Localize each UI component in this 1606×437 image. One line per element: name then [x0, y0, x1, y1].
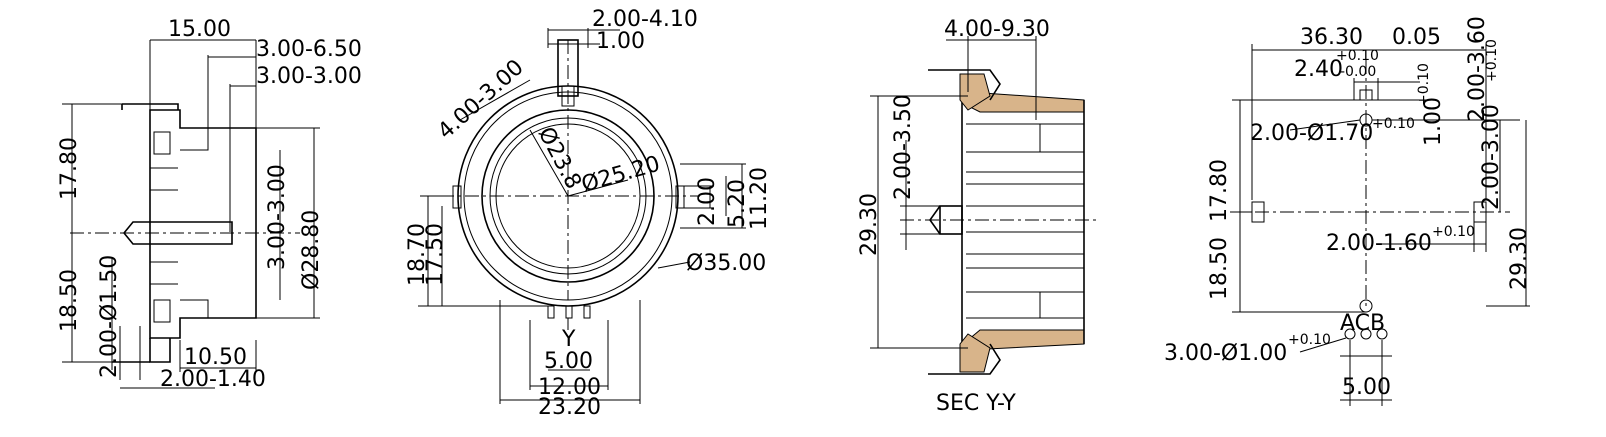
dim-pcb-2-300: 2.00-3.00 [1479, 104, 1504, 210]
dim-pcb-2930: 29.30 [1507, 227, 1532, 290]
tol-pcb-2-360: +0.10 [1484, 39, 1500, 82]
dim-side-1780: 17.80 [57, 137, 82, 200]
tol-pcb-100: +0.10 [1416, 63, 1432, 106]
dim-front-500: 5.00 [544, 349, 593, 374]
dim-front-2-410: 2.00-4.10 [592, 7, 698, 32]
dim-front-2320: 23.20 [538, 395, 601, 420]
dim-sec-2-350: 2.00-3.50 [891, 94, 916, 200]
dim-front-3500: Ø35.00 [686, 251, 766, 276]
dim-front-238: Ø23.8 [533, 123, 586, 193]
dim-front-1750: 17.50 [423, 223, 448, 286]
dim-pcb-2-160: 2.00-1.60 [1326, 231, 1432, 256]
pcb-pin-labels: ACB [1340, 311, 1385, 336]
dim-pcb-3630: 36.30 [1300, 25, 1363, 50]
dim-pcb-3-100: 3.00-Ø1.00 [1164, 341, 1287, 366]
tol-pcb-3-100: +0.10 [1288, 332, 1331, 348]
dim-sec-4-930: 4.00-9.30 [944, 17, 1050, 42]
section-view: 4.00-9.30 2.00-3.50 29.30 SEC Y-Y [857, 17, 1100, 416]
dim-side-2-140: 2.00-1.40 [160, 367, 266, 392]
dim-front-1870: 18.70 [405, 223, 430, 286]
dim-front-100: 1.00 [596, 29, 645, 54]
front-view: 2.00-4.10 1.00 4.00-3.00 Ø23.8 Ø25.20 2.… [405, 7, 772, 420]
dim-pcb-2-170: 2.00-Ø1.70 [1250, 121, 1373, 146]
dim-side-1050: 10.50 [184, 345, 247, 370]
dim-pcb-240: 2.40 [1294, 57, 1343, 82]
dim-sec-2930: 29.30 [857, 193, 882, 256]
dim-side-1850: 18.50 [57, 269, 82, 332]
tol-pcb-2-170: +0.10 [1372, 116, 1415, 132]
dim-side-3-650: 3.00-6.50 [256, 37, 362, 62]
dim-front-1200: 12.00 [538, 375, 601, 400]
dim-side-3-300v: 3.00-3.00 [265, 164, 290, 270]
tol-pcb-240-minus: -0.00 [1340, 64, 1376, 80]
dim-front-1120: 11.20 [747, 167, 772, 230]
section-title: SEC Y-Y [936, 391, 1016, 416]
dim-front-200: 2.00 [695, 177, 720, 226]
tol-pcb-2-160: +0.10 [1432, 224, 1475, 240]
dim-pcb-500: 5.00 [1342, 375, 1391, 400]
pcb-layout: 36.30 0.05 2.40 +0.10 -0.00 1.00 +0.10 2… [1164, 16, 1532, 406]
dim-pcb-100: 1.00 [1421, 97, 1446, 146]
tol-pcb-3630: 0.05 [1392, 25, 1441, 50]
dim-side-2-150: 2.00-Ø1.50 [97, 255, 122, 378]
dim-pcb-1850: 18.50 [1207, 237, 1232, 300]
dim-front-520: 5.20 [725, 179, 750, 228]
dim-side-15: 15.00 [168, 17, 231, 42]
side-view: 15.00 3.00-6.50 3.00-3.00 17.80 18.50 3.… [57, 17, 362, 392]
tol-pcb-240-plus: +0.10 [1336, 48, 1379, 64]
dim-side-2880: Ø28.80 [299, 210, 324, 290]
dim-pcb-1780: 17.80 [1207, 159, 1232, 222]
dim-side-3-300: 3.00-3.00 [256, 64, 362, 89]
dim-front-2520: Ø25.20 [579, 152, 663, 198]
label-front-y: Y [561, 327, 576, 352]
dim-pcb-2-360: 2.00-3.60 [1465, 16, 1490, 122]
